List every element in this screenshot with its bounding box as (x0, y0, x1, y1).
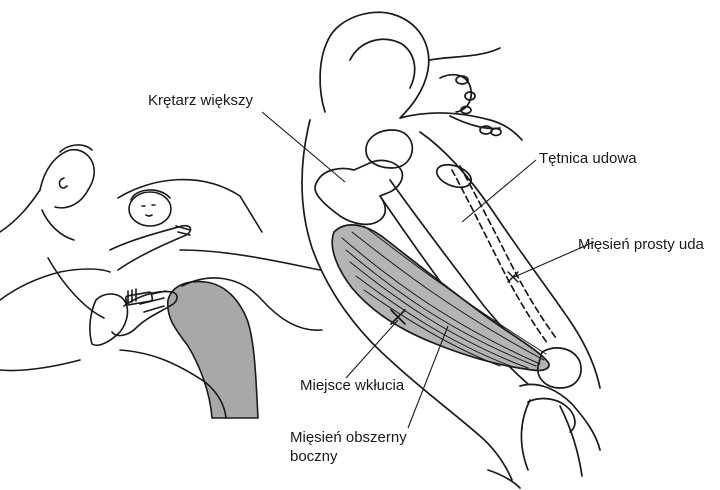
patient-scene (0, 145, 322, 418)
nurse-cap (60, 145, 92, 152)
patient-head (129, 192, 171, 226)
patient-face (142, 205, 155, 216)
lower-leg-outline (488, 470, 520, 488)
leader-injection-site (346, 320, 398, 378)
leader-greater-trochanter (262, 112, 345, 182)
anatomy-scene (302, 12, 600, 488)
sacrum-edge (430, 48, 500, 60)
label-vastus-lateralis-line2: boczny (290, 447, 407, 466)
nurse-torso (0, 269, 110, 300)
pubic-bone (440, 75, 501, 136)
nurse-collar (42, 210, 74, 240)
tibia (521, 400, 582, 476)
femoral-vessel-origin (434, 160, 475, 191)
nurse-head (40, 150, 94, 208)
greater-trochanter (315, 160, 402, 224)
leader-femoral-artery (462, 160, 536, 222)
pelvis-rim (320, 40, 328, 112)
nurse-lower-torso (0, 360, 80, 371)
bed-sheet (180, 250, 320, 270)
nurse-upper-arm (48, 258, 104, 318)
label-rectus-femoris: Mięsień prosty uda (578, 236, 704, 254)
pelvis-inner (350, 39, 415, 88)
label-vastus-lateralis-line1: Mięsień obszerny (290, 428, 407, 447)
knee-joint (520, 384, 600, 450)
nurse-ear (60, 178, 68, 188)
label-femoral-artery: Tętnica udowa (539, 150, 637, 168)
label-greater-trochanter: Krętarz większy (148, 92, 253, 110)
nurse-back (0, 190, 40, 232)
label-vastus-lateralis: Mięsień obszerny boczny (290, 428, 407, 466)
patient-thigh-shaded (168, 282, 258, 418)
nurse-glove-left (90, 294, 128, 345)
tibia-head (528, 399, 575, 432)
label-injection-site: Miejsce wkłucia (300, 377, 404, 395)
pelvis (328, 12, 522, 140)
